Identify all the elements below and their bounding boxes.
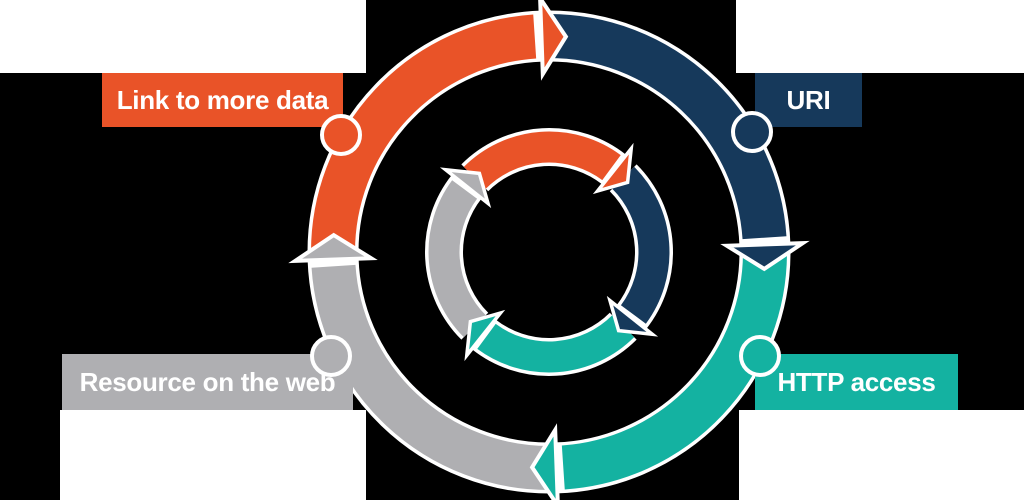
inner-ring-segment-gray — [428, 180, 487, 338]
inner-ring-segment-orange — [463, 131, 621, 190]
label-backdrop-top-left — [0, 0, 366, 73]
outer-ring-arrowhead-navy — [720, 240, 810, 272]
connector-dot-http — [739, 335, 781, 377]
label-uri: URI — [755, 73, 862, 127]
inner-ring-segment-navy — [611, 166, 670, 324]
inner-ring-segment-teal — [477, 314, 635, 373]
label-text: URI — [786, 84, 831, 115]
connector-dot-link — [320, 114, 362, 156]
label-resource-on-the-web: Resource on the web — [62, 354, 353, 410]
outer-ring-segment-gray — [311, 264, 550, 490]
inner-ring-arrowhead-orange — [592, 142, 634, 195]
outer-ring-segment-teal — [561, 251, 787, 490]
label-text: Resource on the web — [79, 366, 336, 397]
label-backdrop-top-right — [736, 0, 1024, 73]
outer-ring-segment-navy — [548, 14, 787, 240]
connector-dot-uri — [731, 111, 773, 153]
label-link-to-more-data: Link to more data — [102, 73, 343, 127]
connector-dot-resource — [310, 335, 352, 377]
inner-ring-arrowhead-gray — [439, 167, 492, 209]
inner-ring-arrowhead-navy — [606, 295, 659, 337]
label-text: Link to more data — [116, 84, 329, 115]
outer-ring-segment-orange — [311, 14, 537, 253]
outer-ring-arrowhead-gray — [288, 232, 378, 264]
label-backdrop-bottom-right — [739, 410, 1024, 500]
inner-ring-arrowhead-teal — [464, 309, 506, 362]
outer-ring-arrowhead-orange — [538, 0, 569, 81]
outer-ring-arrowhead-teal — [529, 423, 560, 500]
label-backdrop-bottom-left — [60, 410, 366, 500]
label-http-access: HTTP access — [755, 354, 958, 410]
label-text: HTTP access — [777, 366, 936, 397]
